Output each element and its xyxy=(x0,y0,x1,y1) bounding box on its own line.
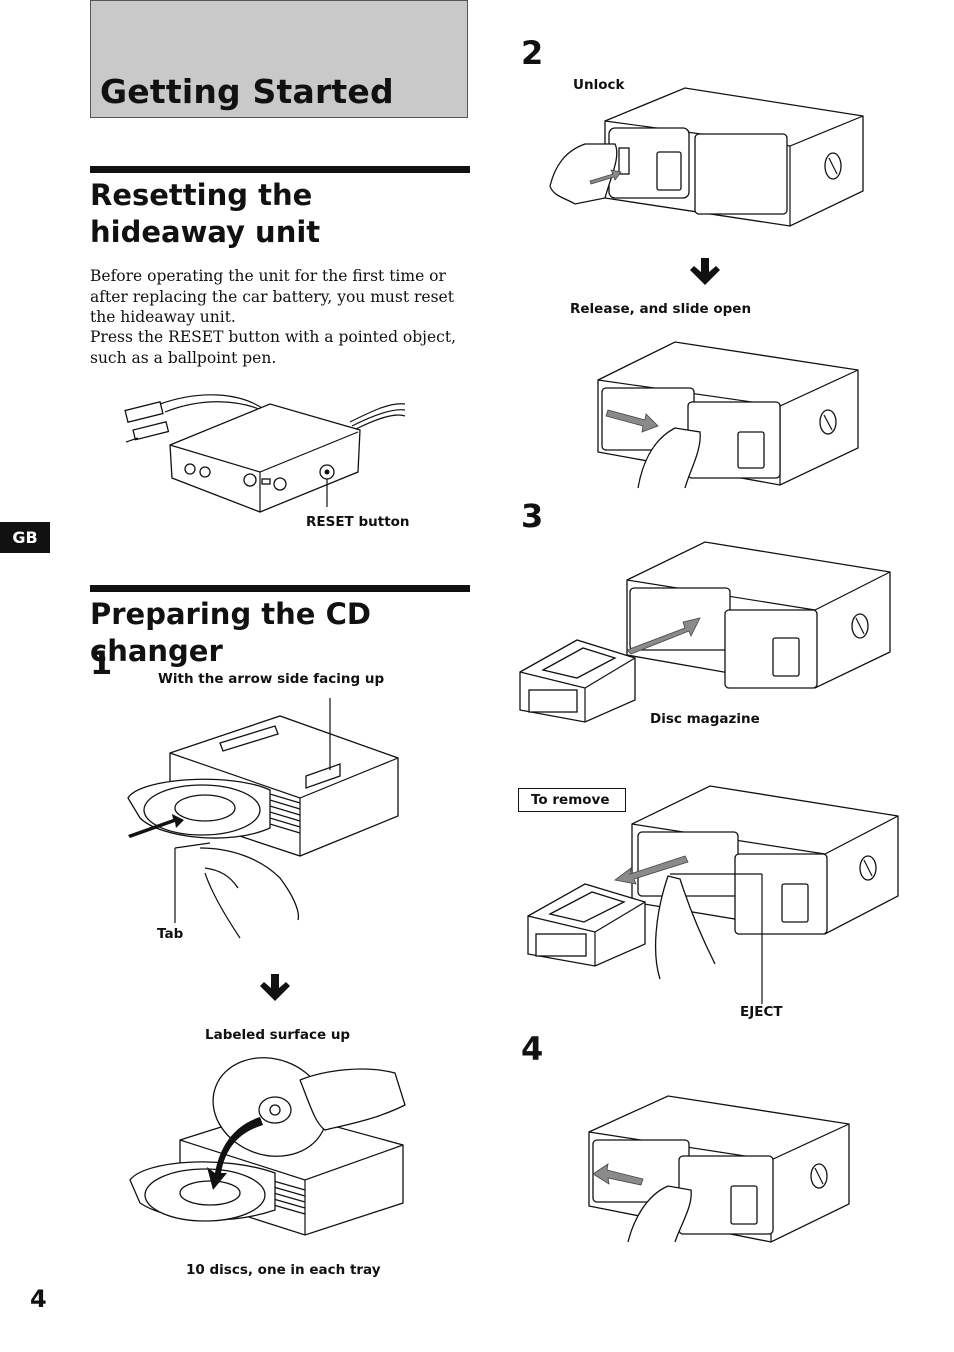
step-3-number: 3 xyxy=(521,497,544,535)
ten-discs-caption: 10 discs, one in each tray xyxy=(186,1262,381,1278)
arrow-side-caption: With the arrow side facing up xyxy=(158,671,385,687)
reset-paragraph-1: Before operating the unit for the first … xyxy=(90,267,454,326)
down-arrow-icon xyxy=(690,258,720,285)
step-1-number: 1 xyxy=(90,644,113,682)
unlock-caption: Unlock xyxy=(573,77,625,93)
page-title: Getting Started xyxy=(100,72,394,111)
down-arrow-icon xyxy=(260,974,290,1001)
disc-insert-illustration xyxy=(129,1057,406,1236)
reset-heading: Resetting the hideaway unit xyxy=(90,178,321,249)
tab-caption: Tab xyxy=(157,926,184,942)
step-4-number: 4 xyxy=(521,1030,544,1068)
magazine-remove-illustration xyxy=(527,785,899,1004)
step-2-number: 2 xyxy=(521,34,544,72)
changer-slide-open-illustration xyxy=(597,341,859,489)
changer-close-illustration xyxy=(588,1095,850,1243)
magazine-insert-illustration xyxy=(519,541,891,723)
disc-magazine-caption: Disc magazine xyxy=(650,711,760,727)
reset-button-caption: RESET button xyxy=(306,514,410,530)
magazine-tray-illustration xyxy=(127,698,399,939)
changer-unlock-illustration xyxy=(549,87,864,227)
to-remove-label: To remove xyxy=(518,788,626,812)
labeled-surface-caption: Labeled surface up xyxy=(205,1027,351,1043)
prepare-heading: Preparing the CD changer xyxy=(90,597,371,668)
title-box: Getting Started xyxy=(90,0,468,118)
release-caption: Release, and slide open xyxy=(570,301,752,317)
eject-caption: EJECT xyxy=(740,1004,783,1020)
language-tab: GB xyxy=(0,522,50,553)
reset-paragraph-2: Press the RESET button with a pointed ob… xyxy=(90,328,456,367)
section-rule xyxy=(90,166,470,173)
page-number: 4 xyxy=(30,1285,47,1313)
hideaway-unit-illustration xyxy=(124,394,406,513)
section-rule xyxy=(90,585,470,592)
